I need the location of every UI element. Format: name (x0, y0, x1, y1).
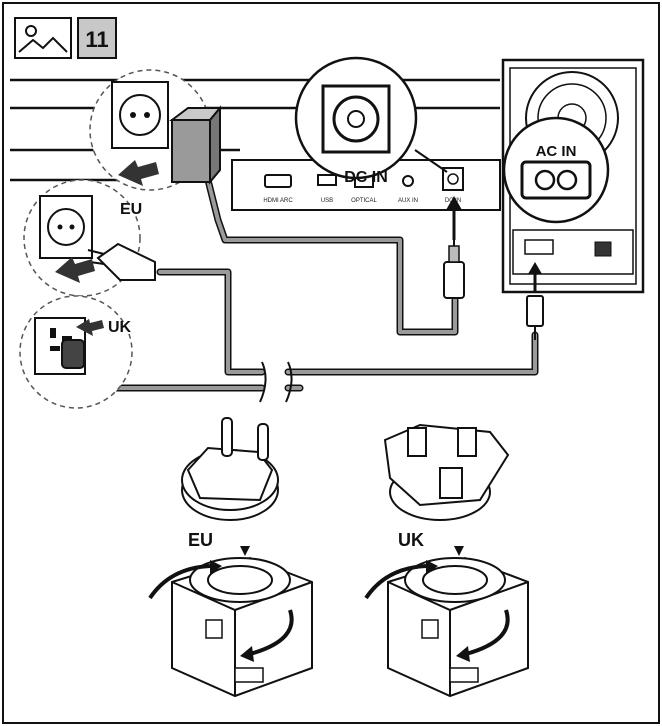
port-label-aux: AUX IN (398, 198, 418, 204)
rotate-arrowhead-icon-2 (240, 646, 254, 662)
ac-insert-arrow-icon (528, 262, 542, 292)
aux-port (402, 175, 414, 187)
uk-plug-attachment (383, 423, 510, 521)
hdmi-port (264, 174, 292, 188)
dc-jack-plug (443, 230, 465, 299)
rotate-arrow-icon (148, 564, 294, 656)
uk-wall-socket-plug: UK (19, 295, 133, 409)
push-arrow-icon-eu (55, 257, 95, 283)
ac-plug (526, 295, 544, 340)
uk-adapter-rotate: UK (387, 530, 529, 698)
power-switch (594, 241, 612, 257)
insert-arrow-icon (446, 196, 462, 240)
uk-label-top: UK (108, 319, 132, 336)
align-marker-icon-uk (454, 546, 464, 556)
dc-in-label: DC IN (344, 169, 388, 186)
uk-plug (61, 339, 85, 369)
ac-socket-small (524, 239, 554, 255)
port-label-optical: OPTICAL (351, 198, 377, 204)
eu-wall-socket-adapter (89, 69, 223, 191)
push-arrow-icon (118, 160, 159, 186)
port-label-usb: USB (321, 198, 333, 204)
cable-break-mark (259, 361, 293, 403)
step-badge: 11 (77, 17, 117, 59)
power-adapter (171, 119, 211, 183)
align-marker-icon (240, 546, 250, 556)
dc-in-callout: DC IN (294, 56, 448, 186)
rotate-arrowhead-icon (210, 560, 222, 574)
step-number: 11 (85, 27, 108, 52)
eu-label-top: EU (120, 201, 142, 218)
rotate-arrow-icon-uk (364, 564, 510, 656)
eu-plug-attachment (181, 417, 279, 521)
rotate-arrowhead-icon-uk-2 (456, 646, 470, 662)
image-icon (14, 17, 72, 59)
rotate-arrowhead-icon-uk (426, 560, 438, 574)
uk-label-bottom: UK (398, 530, 424, 550)
dc-in-port (442, 167, 464, 191)
push-arrow-icon-uk (76, 319, 104, 336)
eu-label-bottom: EU (188, 530, 213, 550)
usb-port (317, 174, 337, 186)
soundbar-port-panel: HDMI ARC USB OPTICAL AUX IN DC IN (231, 159, 501, 211)
eu-adapter-rotate: EU (171, 530, 313, 698)
eu-wall-socket-plug: EU (23, 179, 156, 297)
port-label-hdmi: HDMI ARC (263, 198, 293, 204)
eu-plug (96, 242, 156, 281)
ac-in-label: AC IN (536, 143, 577, 160)
ac-in-callout: AC IN (502, 116, 610, 224)
